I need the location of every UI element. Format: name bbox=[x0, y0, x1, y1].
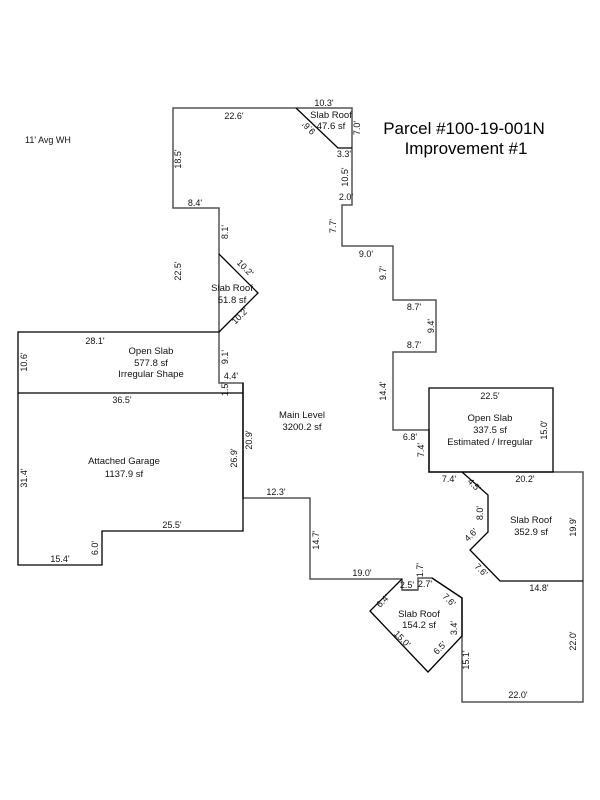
dim-label: 9.4' bbox=[426, 319, 436, 334]
dim-label: 4.6' bbox=[462, 526, 479, 543]
dim-label: 20.2' bbox=[515, 474, 535, 484]
dim-label: 10.2' bbox=[235, 258, 256, 279]
dim-label: 6.8' bbox=[403, 432, 418, 442]
area-open-slab-right-size: 337.5 sf bbox=[473, 425, 507, 436]
dim-label: 10.6' bbox=[19, 352, 29, 372]
area-open-slab-left-note: Irregular Shape bbox=[118, 369, 183, 380]
area-slab-roof-left-size: 51.8 sf bbox=[218, 295, 247, 306]
dim-label: 19.0' bbox=[352, 568, 372, 578]
area-garage-name: Attached Garage bbox=[88, 456, 160, 467]
dim-label: 14.7' bbox=[311, 530, 321, 550]
dim-label: 7.4' bbox=[442, 474, 457, 484]
dim-label: 15.4' bbox=[50, 554, 70, 564]
dim-label: 4.5' bbox=[466, 476, 483, 493]
dim-label: 22.5' bbox=[480, 391, 500, 401]
area-slab-roof-right-size: 352.9 sf bbox=[514, 527, 548, 538]
area-slab-roof-bottom-size: 154.2 sf bbox=[402, 620, 436, 631]
attached-garage-outline bbox=[17, 383, 244, 566]
dim-label: 8.0' bbox=[475, 506, 485, 521]
area-slab-roof-bottom-name: Slab Roof bbox=[398, 609, 440, 620]
area-open-slab-right-note: Estimated / Irregular bbox=[447, 437, 533, 448]
dim-label: 26.9' bbox=[229, 448, 239, 468]
dim-label: 22.0' bbox=[568, 631, 578, 651]
dim-label: 3.4' bbox=[449, 621, 459, 636]
dim-label: 36.5' bbox=[112, 395, 132, 405]
slab-roof-top-outline bbox=[295, 107, 352, 149]
area-slab-roof-right-name: Slab Roof bbox=[510, 515, 552, 526]
dim-label: 10.2' bbox=[230, 305, 251, 326]
area-slab-roof-top-size: 47.6 sf bbox=[317, 121, 346, 132]
area-open-slab-right-name: Open Slab bbox=[468, 413, 513, 424]
dim-label: 18.5' bbox=[173, 149, 183, 169]
area-open-slab-left-size: 577.8 sf bbox=[134, 358, 168, 369]
dim-label: 7.6' bbox=[473, 561, 490, 578]
dim-label: 1.7' bbox=[415, 563, 425, 578]
dim-label: 8.4' bbox=[188, 198, 203, 208]
area-slab-roof-left-name: Slab Roof bbox=[211, 283, 253, 294]
dim-label: 10.3' bbox=[314, 98, 334, 108]
dim-label: 28.1' bbox=[85, 336, 105, 346]
dim-label: 8.7' bbox=[407, 302, 422, 312]
dim-label: 9.6' bbox=[300, 119, 317, 136]
open-slab-right-outline bbox=[428, 387, 554, 473]
area-slab-roof-top-name: Slab Roof bbox=[310, 110, 352, 121]
dim-label: 12.3' bbox=[266, 487, 286, 497]
dim-label: 7.0' bbox=[352, 121, 362, 136]
dim-label: 15.1' bbox=[461, 650, 471, 670]
dim-label: 9.7' bbox=[378, 266, 388, 281]
dim-label: 7.4' bbox=[416, 443, 426, 458]
dim-label: 2.7' bbox=[418, 579, 433, 589]
dim-label: 6.0' bbox=[90, 541, 100, 556]
dim-label: 8.7' bbox=[407, 340, 422, 350]
title-improvement: Improvement #1 bbox=[405, 139, 528, 158]
dim-label: 9.1' bbox=[220, 350, 230, 365]
dim-label: 3.3' bbox=[337, 149, 352, 159]
dim-label: 22.6' bbox=[224, 111, 244, 121]
dim-label: 15.0' bbox=[539, 420, 549, 440]
area-main-level-size: 3200.2 sf bbox=[282, 422, 321, 433]
dim-label: 2.5' bbox=[400, 580, 415, 590]
dim-label: 31.4' bbox=[19, 468, 29, 488]
dim-label: 6.5' bbox=[431, 639, 448, 656]
dim-label: 6.4' bbox=[374, 592, 391, 609]
slab-roof-bottom-outline bbox=[369, 577, 463, 673]
dim-label: 8.1' bbox=[220, 225, 230, 240]
dim-label: 20.9' bbox=[244, 430, 254, 450]
area-main-level-name: Main Level bbox=[279, 410, 325, 421]
area-garage-size: 1137.9 sf bbox=[105, 469, 144, 480]
dim-label: 14.4' bbox=[378, 381, 388, 401]
dim-label: 10.5' bbox=[340, 167, 350, 187]
slab-roof-left-outline bbox=[218, 253, 259, 333]
main-level-outline bbox=[172, 107, 584, 703]
title-parcel: Parcel #100-19-001N bbox=[383, 119, 545, 138]
dim-label: 1.5' bbox=[220, 382, 230, 397]
dim-label: 22.5' bbox=[173, 261, 183, 281]
dim-label: 9.0' bbox=[359, 249, 374, 259]
area-open-slab-left-name: Open Slab bbox=[129, 346, 174, 357]
dim-label: 7.7' bbox=[328, 219, 338, 234]
dim-label: 22.0' bbox=[508, 690, 528, 700]
dim-label: 2.0' bbox=[339, 192, 354, 202]
dim-label: 4.4' bbox=[224, 371, 239, 381]
dim-label: 25.5' bbox=[162, 520, 182, 530]
open-slab-left-outline bbox=[17, 331, 243, 394]
dim-label: 14.8' bbox=[529, 583, 549, 593]
dim-label: 15.0' bbox=[392, 629, 413, 650]
wall-height-note: 11' Avg WH bbox=[25, 135, 71, 145]
dim-label: 19.9' bbox=[568, 517, 578, 537]
slab-roof-right-outline bbox=[461, 471, 583, 582]
